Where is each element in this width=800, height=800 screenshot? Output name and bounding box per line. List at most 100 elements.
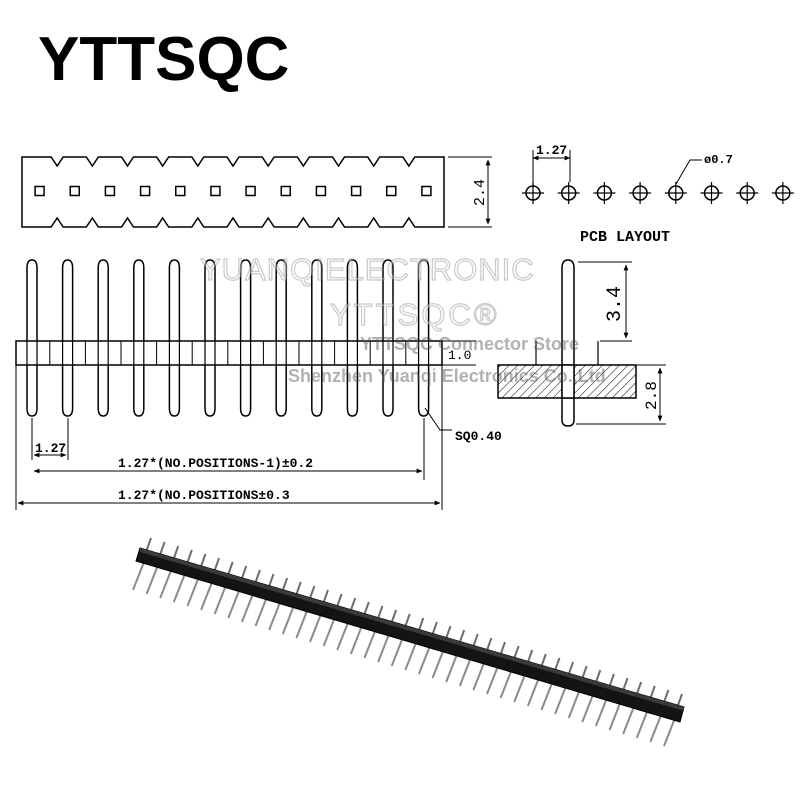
photo-pin-bottom [159,569,173,599]
watermark-company: YUANQIELECTRONIC [200,252,535,287]
photo-pin-bottom [377,633,391,663]
photo-pin-bottom [349,625,363,655]
photo-pin-bottom [594,697,608,727]
front-view-pin [382,259,394,417]
photo-pin-bottom [431,649,445,679]
photo-pin-bottom [186,577,200,607]
pitch-dim: 1.27 [35,441,66,456]
front-view-pin [133,259,145,417]
front-view-pin [275,259,287,417]
side-view: 3.4 2.8 [497,259,666,427]
photo-pin-bottom [526,677,540,707]
watermark-brand: YTTSQC® [330,297,500,332]
length-formula-1: 1.27*(NO.POSITIONS-1)±0.2 [118,456,313,471]
brand-title: YTTSQC [38,25,289,94]
photo-pin-bottom [458,657,472,687]
front-view-pin [204,259,216,417]
front-view-pin [346,259,359,417]
photo-pin-bottom [513,673,527,703]
top-view-pin-square [315,185,327,197]
photo-pin-bottom [336,621,350,651]
top-view-pin-square [280,185,291,197]
pcb-hole [593,182,616,204]
photo-pin-bottom [635,709,649,739]
photo-pin-bottom [295,609,309,639]
photo-pin-bottom [486,665,499,695]
pcb-hole [736,182,759,204]
photo-pin-bottom [172,573,186,603]
photo-pin-bottom [499,669,513,699]
photo-pin-bottom [404,641,418,671]
top-view-pin-square [245,185,256,197]
front-view-pin [417,259,430,417]
top-view-height-dim: 2.4 [472,179,489,206]
pcb-hole-dim: ø0.7 [704,153,733,167]
photo-pin-bottom [445,653,459,683]
photo-pin-bottom [581,693,595,723]
length-formula-2: 1.27*(NO.POSITIONS±0.3 [118,488,290,503]
top-view-pin-square [139,185,151,197]
photo-pin-bottom [240,593,254,623]
photo-pin-bottom [200,581,214,611]
photo-pin-bottom [472,661,486,691]
front-view-body [15,340,443,366]
top-view-pin-square [34,185,45,197]
upper-pin-dim: 3.4 [604,286,627,322]
front-view-pin [168,259,181,417]
watermark-store: YTTSQC Connector Store [360,334,579,354]
photo-pin-bottom [390,637,404,667]
front-view: 1.0 SQ0.40 1.27 1.27*(NO.POSITIONS-1)±0.… [15,259,502,510]
photo-pin-bottom [213,585,227,615]
pcb-hole [771,182,794,204]
photo-pin-bottom [281,605,295,635]
photo-pin-bottom [268,601,282,631]
photo-pin-bottom [567,689,581,719]
front-view-pin [97,259,109,417]
photo-pin-bottom [663,717,676,747]
front-view-pin [61,259,74,417]
body-thickness-dim: 1.0 [448,348,471,363]
photo-pin-bottom [254,597,268,627]
photo-pin-bottom [649,713,663,743]
product-photo [132,537,685,747]
front-view-pin [26,259,38,417]
pcb-layout-label: PCB LAYOUT [580,229,670,246]
pcb-pitch-dim: 1.27 [536,143,567,158]
photo-pin-bottom [227,589,241,619]
photo-pins [132,537,683,747]
photo-pin-bottom [554,685,568,715]
photo-pin-bottom [540,681,554,711]
pcb-hole [664,182,687,204]
photo-pin-bottom [132,561,145,591]
front-view-pins [26,259,430,417]
photo-pin-bottom [363,629,377,659]
photo-pin-bottom [608,701,622,731]
front-view-body-dividers [49,341,407,365]
photo-pin-bottom [417,645,431,675]
top-view-outline [21,156,445,228]
top-view-pin-square [350,185,362,197]
pcb-hole [522,182,544,204]
photo-pin-bottom [322,617,336,647]
lower-pin-dim: 2.8 [643,381,661,410]
top-view-pin-square [421,185,432,197]
pcb-layout: 1.27 ø0.7 PCB LAYOUT [522,143,794,246]
photo-pin-bottom [145,565,159,595]
front-view-pin [239,259,252,417]
top-view-pin-square [175,185,186,197]
photo-pin-bottom [622,705,636,735]
pcb-holes [522,182,794,204]
top-view-pin-square [386,185,397,197]
top-view-pin-square [104,185,116,197]
pcb-hole [629,182,652,204]
top-view-pin-square [69,185,80,197]
pcb-hole [557,182,580,204]
pcb-hole [700,182,723,204]
top-view-pin-square [210,185,221,197]
top-view: 2.4 [21,156,492,228]
watermark-company-full: Shenzhen Yuanqi Electronics Co.,Ltd [288,366,606,386]
photo-pin-bottom [309,613,322,643]
watermark: YUANQIELECTRONIC YTTSQC® YTTSQC Connecto… [199,251,606,386]
pin-size-dim: SQ0.40 [455,429,502,444]
